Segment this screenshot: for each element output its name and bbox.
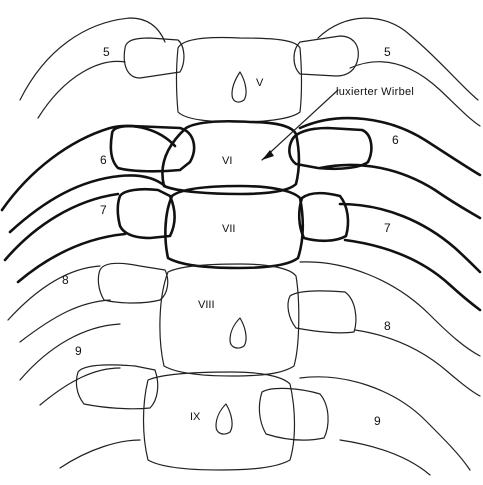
rib-6-left-lower <box>10 175 165 232</box>
rib-label-left-5: 5 <box>103 45 110 59</box>
rib-8-right-lower <box>355 330 480 396</box>
vertebra-IX-body <box>144 372 295 470</box>
rib-8-left-lower <box>20 300 110 342</box>
rib-head-5-left <box>124 38 184 78</box>
rib-label-left-8: 8 <box>62 273 69 287</box>
rib-10-left <box>60 440 140 468</box>
rib-9-right <box>300 377 470 470</box>
rib-9-right-lower <box>340 440 430 475</box>
rib-label-right-9: 9 <box>374 414 381 428</box>
rib-9-left-lower <box>40 368 120 405</box>
vertebra-label-VII: VII <box>222 223 235 235</box>
annotation-luxierter-wirbel: luxierter Wirbel <box>336 86 414 98</box>
rib-label-left-9: 9 <box>75 344 82 358</box>
rib-8-left <box>8 266 100 320</box>
vertebra-V-body <box>177 37 302 122</box>
rib-head-9-left <box>76 365 157 409</box>
rib-head-5-right <box>294 36 358 76</box>
rib-6-left <box>2 126 175 210</box>
vertebra-VIII-body <box>160 264 299 376</box>
rib-5-left <box>20 18 165 100</box>
annotation-arrowhead <box>262 150 274 160</box>
vertebra-label-V: V <box>256 77 264 89</box>
rib-9-left <box>20 324 120 380</box>
vertebra-IX-spinous <box>216 404 232 434</box>
rib-label-right-6: 6 <box>392 133 399 147</box>
rib-7-left-lower <box>18 234 125 282</box>
rib-7-right <box>340 204 480 272</box>
rib-6-right-lower <box>320 165 480 218</box>
rib-8-right <box>300 262 480 356</box>
rib-5-left-lower <box>38 61 125 118</box>
vertebra-VIII-spinous <box>230 318 246 348</box>
vertebra-label-IX: IX <box>190 411 201 423</box>
annotation-leader <box>262 90 338 160</box>
rib-head-6-right <box>289 128 371 169</box>
rib-label-right-7: 7 <box>384 221 391 235</box>
vertebra-label-VI: VI <box>222 155 232 167</box>
vertebra-V-spinous <box>232 72 246 102</box>
rib-label-left-6: 6 <box>100 153 107 167</box>
rib-label-right-8: 8 <box>384 319 391 333</box>
rib-head-7-right <box>299 193 348 241</box>
vertebra-label-VIII: VIII <box>198 299 215 311</box>
rib-label-left-7: 7 <box>100 203 107 217</box>
rib-head-8-left <box>98 263 167 303</box>
rib-label-right-5: 5 <box>384 45 391 59</box>
